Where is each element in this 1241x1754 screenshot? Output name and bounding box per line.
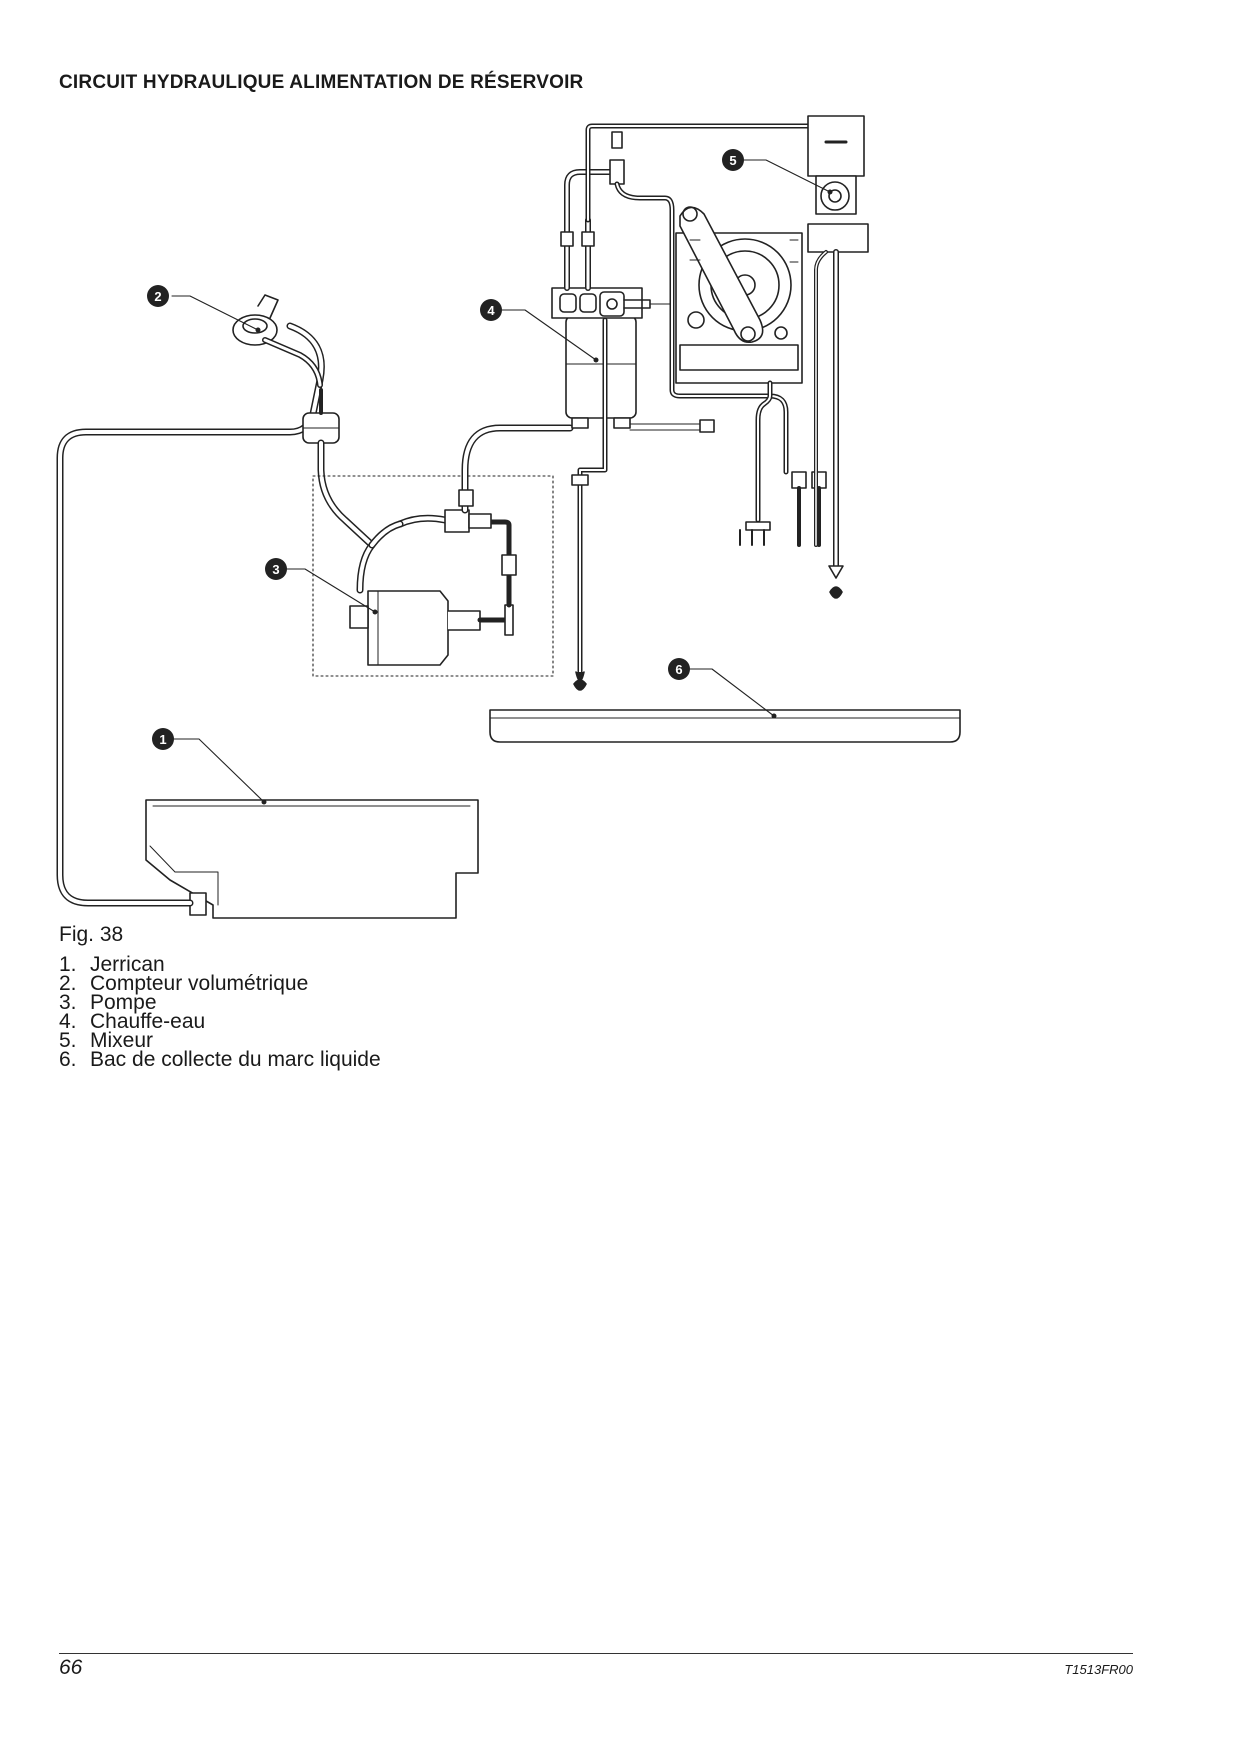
legend-item-text: Bac de collecte du marc liquide	[90, 1048, 381, 1071]
pump-to-boiler-tube	[458, 424, 574, 514]
legend-list: 1. Jerrican 2. Compteur volumétrique 3. Pom…	[59, 953, 381, 1071]
pump-inlet-tube	[356, 509, 492, 594]
page-number: 66	[59, 1656, 83, 1679]
jerrican-shape	[145, 799, 479, 919]
legend-item-text: Jerrican	[90, 953, 165, 976]
legend-item-number: 3.	[59, 991, 77, 1014]
legend-item: 5. Mixeur	[59, 1029, 381, 1052]
callout-2-label: 2	[154, 289, 161, 304]
callout-1-label: 1	[159, 732, 166, 747]
callout-6: 6	[668, 658, 690, 680]
legend-item-text: Chauffe-eau	[90, 1010, 206, 1033]
legend-item: 6. Bac de collecte du marc liquide	[59, 1048, 381, 1071]
document-code: T1513FR00	[1064, 1662, 1133, 1677]
boiler-shape	[551, 287, 715, 691]
callout-markers: 1 2 3 4 5 6	[147, 149, 744, 750]
footer-divider	[59, 1653, 1133, 1654]
callout-4-label: 4	[487, 303, 495, 318]
mixer-shape	[807, 115, 869, 599]
legend-item: 1. Jerrican	[59, 953, 381, 976]
callout-4: 4	[480, 299, 502, 321]
drip-tray-shape	[489, 709, 961, 743]
pump-shape	[349, 519, 517, 666]
callout-3-label: 3	[272, 562, 279, 577]
callout-5-label: 5	[729, 153, 736, 168]
legend-item: 2. Compteur volumétrique	[59, 972, 381, 995]
supply-tube	[56, 322, 325, 907]
upper-pipes	[560, 123, 811, 475]
callout-2: 2	[147, 285, 169, 307]
callout-1: 1	[152, 728, 174, 750]
hydraulic-circuit-diagram: 1 2 3 4 5 6	[56, 115, 961, 919]
legend-item-number: 6.	[59, 1048, 77, 1071]
pump-zone-outline	[312, 475, 554, 677]
figure-label: Fig. 38	[59, 923, 124, 946]
legend-item-number: 5.	[59, 1029, 77, 1052]
callout-5: 5	[722, 149, 744, 171]
legend-item: 4. Chauffe-eau	[59, 1010, 381, 1033]
callout-leaders	[171, 159, 831, 803]
legend-item-text: Pompe	[90, 991, 157, 1014]
legend-item-number: 4.	[59, 1010, 77, 1033]
brewing-unit-shape	[675, 206, 803, 384]
legend-item-number: 1.	[59, 953, 77, 976]
legend-item-number: 2.	[59, 972, 77, 995]
callout-3: 3	[265, 558, 287, 580]
filter-shape	[302, 388, 376, 549]
page-title: CIRCUIT HYDRAULIQUE ALIMENTATION DE RÉSE…	[59, 72, 584, 93]
legend-item: 3. Pompe	[59, 991, 381, 1014]
callout-6-label: 6	[675, 662, 682, 677]
legend-item-text: Compteur volumétrique	[90, 972, 309, 995]
legend-item-text: Mixeur	[90, 1029, 154, 1052]
